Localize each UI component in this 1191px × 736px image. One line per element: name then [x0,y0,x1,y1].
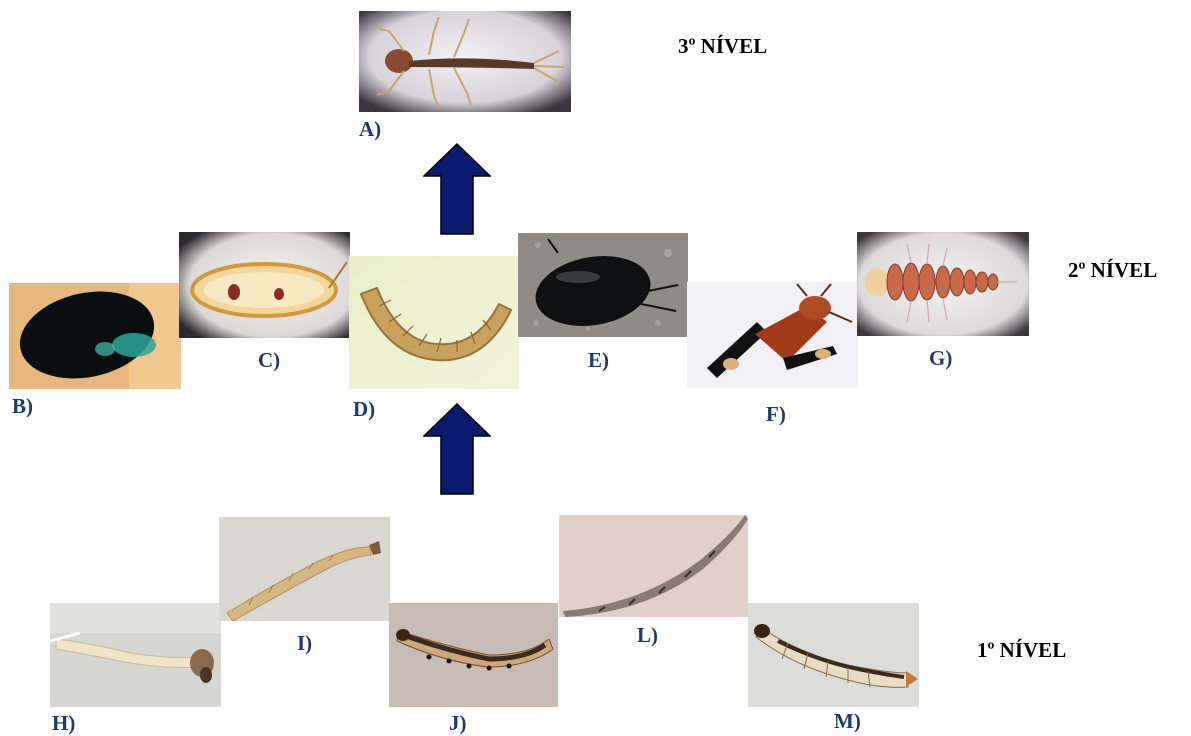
label-d: D) [353,397,375,422]
label-l: L) [637,623,658,648]
photo-b [9,283,181,389]
label-h: H) [52,711,75,736]
photo-a [359,11,571,112]
photo-m [748,603,919,707]
arrow-up-icon [423,143,491,235]
photo-c [179,232,350,338]
label-g: G) [929,346,952,371]
label-e: E) [588,348,609,373]
label-i: I) [297,631,312,656]
label-c: C) [258,348,280,373]
photo-h [50,603,221,707]
photo-i [219,517,390,621]
photo-f [687,282,858,388]
arrow-up-icon [423,403,491,495]
label-a: A) [359,117,381,142]
level-2-label: 2º NÍVEL [1068,258,1157,283]
label-m: M) [834,709,861,734]
label-f: F) [766,402,786,427]
level-1-label: 1º NÍVEL [977,638,1066,663]
label-j: J) [449,711,467,736]
photo-e [518,233,688,337]
photo-d [349,256,519,389]
level-3-label: 3º NÍVEL [678,34,767,59]
photo-l [559,515,748,617]
photo-j [389,603,558,707]
photo-g [857,232,1029,336]
label-b: B) [12,394,33,419]
